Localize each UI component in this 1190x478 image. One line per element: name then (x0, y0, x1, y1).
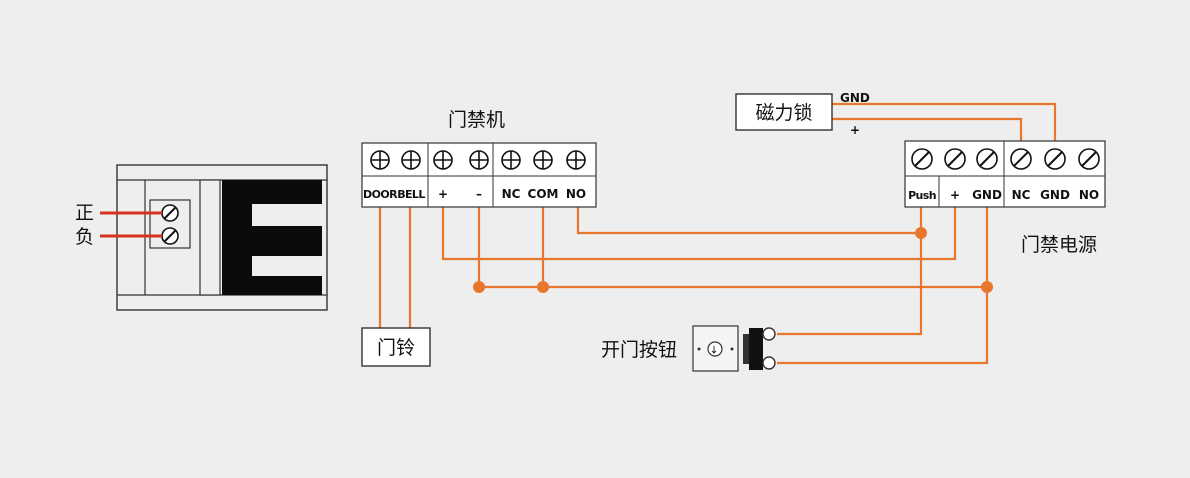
junction-dot-icon (473, 281, 485, 293)
lock-plus-label: + (850, 123, 860, 137)
negative-label: 负 (75, 226, 94, 248)
button-screw-left (697, 347, 701, 351)
cross-screw-icon (501, 150, 521, 170)
wire-lock-gnd (832, 102, 1057, 145)
controller-terminal-label: + (438, 187, 448, 201)
lock-inner-bar (199, 179, 221, 296)
button-title: 开门按钮 (601, 339, 677, 361)
power-supply-terminal-block: Push + GND NC GND NO (904, 140, 1106, 208)
controller-labels: DOOR BELL + – NC COM NO (363, 187, 586, 201)
controller-screws (370, 150, 586, 170)
junction-dot-icon (537, 281, 549, 293)
wire-plus-plus (441, 207, 957, 261)
junction-dot-icon (915, 227, 927, 239)
power-terminal-label: NO (1079, 188, 1099, 202)
cross-screw-icon (401, 150, 421, 170)
wire-push-button (777, 207, 923, 336)
button-hand-mark (711, 346, 717, 354)
slot-screw-icon (1078, 148, 1100, 170)
power-terminal-label: GND (972, 188, 1002, 202)
power-labels: Push + GND NC GND NO (908, 188, 1099, 202)
power-box (904, 140, 1106, 208)
doorbell-frame (361, 327, 431, 367)
cross-screw-icon (566, 150, 586, 170)
slot-screw-icon (161, 204, 179, 222)
access-controller-terminal-block: DOOR BELL + – NC COM NO (361, 142, 597, 208)
exit-button-icon (692, 325, 776, 372)
lock-coil-shape (222, 180, 322, 295)
button-screw-right (730, 347, 734, 351)
power-terminal-label: GND (1040, 188, 1070, 202)
lock-title: 磁力锁 (755, 102, 812, 124)
magnetic-lock-label-box: 磁力锁 (735, 93, 833, 131)
power-terminal-label: Push (908, 189, 936, 202)
cross-screw-icon (469, 150, 489, 170)
controller-title: 门禁机 (448, 109, 505, 131)
controller-terminal-label: NC (502, 187, 521, 201)
slot-screw-icon (161, 227, 179, 245)
controller-terminal-label: – (476, 187, 482, 201)
lock-label-frame (735, 93, 833, 131)
power-screws (911, 148, 1100, 170)
wire-lock-plus (832, 117, 1023, 145)
slot-screw-icon (1010, 148, 1032, 170)
slot-screw-icon (1044, 148, 1066, 170)
wire-no-push (576, 207, 921, 235)
button-body (749, 328, 763, 370)
cross-screw-icon (370, 150, 390, 170)
cross-screw-icon (433, 150, 453, 170)
power-terminal-label: NC (1012, 188, 1031, 202)
slot-screw-icon (976, 148, 998, 170)
button-side-plate (743, 334, 749, 364)
magnetic-lock-icon (100, 164, 328, 311)
lock-gnd-label: GND (840, 91, 870, 105)
slot-screw-icon (944, 148, 966, 170)
controller-terminal-label: DOOR (363, 188, 398, 201)
controller-terminal-label: BELL (397, 188, 425, 201)
positive-label: 正 (75, 202, 94, 224)
wire-group (378, 102, 1057, 365)
button-face (707, 341, 723, 357)
controller-terminal-label: NO (566, 187, 586, 201)
junction-dot-icon (981, 281, 993, 293)
junction-group (473, 227, 993, 293)
doorbell-title: 门铃 (377, 337, 415, 359)
controller-terminal-label: COM (528, 187, 559, 201)
button-contact-top (762, 327, 776, 341)
wire-gnd-button (777, 207, 989, 365)
cross-screw-icon (533, 150, 553, 170)
button-contact-bottom (762, 356, 776, 370)
power-title: 门禁电源 (1021, 234, 1097, 256)
slot-screw-icon (911, 148, 933, 170)
doorbell-box: 门铃 (361, 327, 431, 367)
power-terminal-label: + (950, 188, 960, 202)
